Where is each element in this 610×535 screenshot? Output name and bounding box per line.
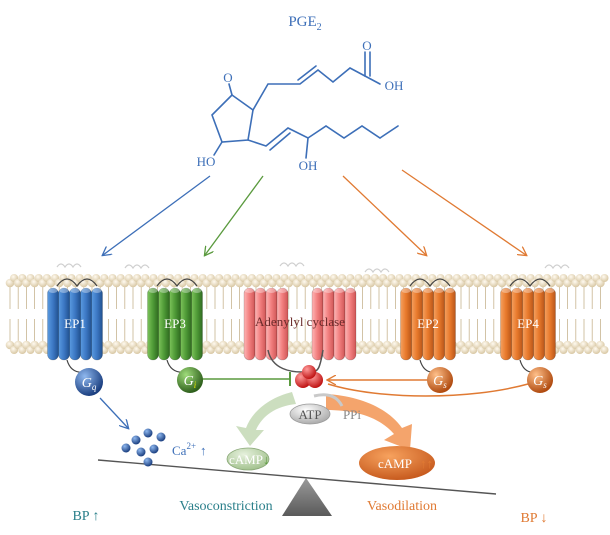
atp-to-camp-high-arrow <box>326 394 412 450</box>
svg-text:Gq: Gq <box>82 376 97 392</box>
ep2-receptor: EP2 <box>400 278 456 373</box>
vasoconstriction-label: Vasoconstriction <box>179 499 272 514</box>
ep2-label: EP2 <box>417 316 439 331</box>
svg-text:Gs: Gs <box>433 374 447 390</box>
atp-to-camp-low-arrow <box>236 392 296 446</box>
pge2-structure <box>211 51 399 159</box>
acid-oh-label: OH <box>385 78 404 93</box>
gs-ep4-to-ac-line <box>327 383 529 397</box>
vasodilation-label: Vasodilation <box>367 499 437 514</box>
arrow-to-ep1 <box>103 175 211 255</box>
ep1-label: EP1 <box>64 316 86 331</box>
gi-protein: Gi <box>177 367 203 393</box>
gs-protein-ep2: Gs <box>427 367 453 393</box>
ppi-label: PPi <box>343 407 361 422</box>
ppi-curve <box>313 393 344 407</box>
svg-text:Gs: Gs <box>533 374 547 390</box>
receptor-group: EP1 EP3 EP2 EP4 <box>47 278 556 373</box>
calcium-label: Ca2+↑ <box>172 441 207 458</box>
gs-protein-ep4: Gs <box>527 367 553 393</box>
balance-beam <box>97 459 497 495</box>
ep3-label: EP3 <box>164 316 186 331</box>
camp-low-label: cAMP↓ <box>229 452 269 467</box>
chain-oh-label: OH <box>299 158 318 173</box>
bp-up-label: BP ↑ <box>72 509 99 524</box>
ep4-label: EP4 <box>517 316 539 331</box>
pge2-title-main: PGE <box>288 14 316 30</box>
ep3-receptor: EP3 <box>147 278 203 373</box>
adenylyl-cyclase-label: Adenylyl cyclase <box>255 314 345 329</box>
camp-low-oval <box>226 447 270 471</box>
ep1-receptor: EP1 <box>47 278 103 373</box>
ring-ho-label: HO <box>197 154 216 169</box>
bp-down-label: BP ↓ <box>520 511 547 526</box>
adenylyl-cyclase <box>243 287 357 388</box>
gq-to-calcium-arrow <box>99 397 128 428</box>
atp-label: ATP <box>298 407 321 422</box>
arrow-to-ep4 <box>401 169 526 255</box>
svg-text:Gi: Gi <box>184 374 197 390</box>
pge2-title: PGE2 <box>288 14 321 33</box>
arrow-to-ep2 <box>342 175 426 255</box>
camp-high-oval <box>359 446 435 480</box>
camp-high-label: cAMP↑↑ <box>378 456 433 471</box>
ep4-receptor: EP4 <box>500 278 556 373</box>
gq-protein: Gq <box>75 368 103 396</box>
atp-oval <box>289 403 331 425</box>
calcium-ions <box>121 428 166 467</box>
ketone-o-label: O <box>223 70 232 85</box>
pge2-title-subscript: 2 <box>317 22 322 33</box>
acid-o-label: O <box>362 38 371 53</box>
balance-fulcrum <box>282 478 332 516</box>
arrow-to-ep3 <box>205 175 264 255</box>
